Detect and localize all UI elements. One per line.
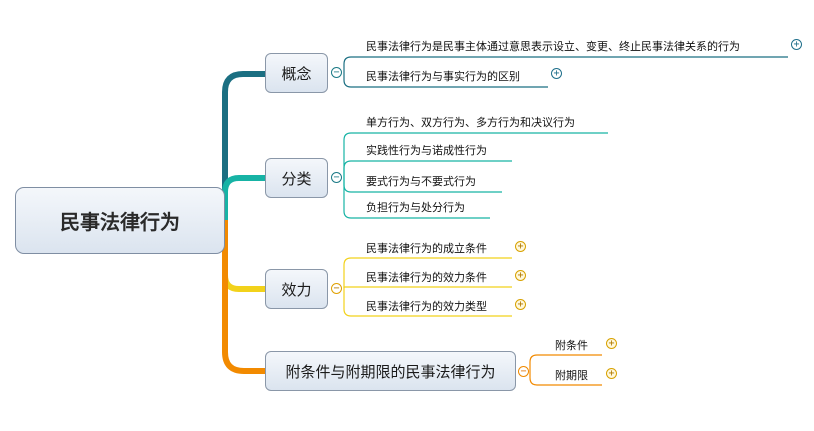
topic-classification-label: 分类 [281,169,312,188]
leaf-condition[interactable]: 附条件 [555,337,588,353]
topic-effect-label: 效力 [281,280,312,299]
connector-concept-1 [343,56,788,73]
connector-cond-2 [529,371,602,386]
root-topic[interactable]: 民事法律行为 [15,187,225,254]
connector-root-concept [222,71,265,220]
leaf-label: 附条件 [555,339,588,352]
connector-root-classification [222,175,265,220]
leaf-label: 民事法律行为的成立条件 [366,242,487,255]
connector-effect-1 [343,257,512,288]
leaf-label: 要式行为与不要式行为 [366,175,476,188]
expand-icon[interactable]: + [791,39,802,50]
collapse-icon[interactable]: − [331,283,342,294]
leaf-label: 实践性行为与诺成性行为 [366,144,487,157]
topic-concept-label: 概念 [281,64,312,83]
connector-root-conditional [222,220,265,374]
leaf-label: 民事法律行为的效力条件 [366,271,487,284]
connector-class-2 [343,160,512,178]
leaf-label: 民事法律行为与事实行为的区别 [366,70,520,83]
leaf-label: 负担行为与处分行为 [366,201,465,214]
leaf-effect-validity[interactable]: 民事法律行为的效力条件 [366,269,487,285]
leaf-effect-formation[interactable]: 民事法律行为的成立条件 [366,240,487,256]
connector-cond-1 [529,354,602,371]
expand-icon[interactable]: + [515,270,526,281]
expand-icon[interactable]: + [551,68,562,79]
leaf-effect-types[interactable]: 民事法律行为的效力类型 [366,298,487,314]
leaf-class-formal[interactable]: 要式行为与不要式行为 [366,173,476,189]
collapse-icon[interactable]: − [331,172,342,183]
leaf-class-practical[interactable]: 实践性行为与诺成性行为 [366,142,487,158]
expand-icon[interactable]: + [515,299,526,310]
topic-classification[interactable]: 分类 [265,158,328,198]
connector-effect-3 [343,288,512,317]
leaf-class-burden[interactable]: 负担行为与处分行为 [366,199,465,215]
leaf-label: 附期限 [555,369,588,382]
topic-conditional-act-label: 附条件与附期限的民事法律行为 [285,362,496,381]
leaf-concept-difference[interactable]: 民事法律行为与事实行为的区别 [366,68,520,84]
topic-conditional-act[interactable]: 附条件与附期限的民事法律行为 [265,351,516,391]
connector-class-4 [343,178,490,219]
root-topic-label: 民事法律行为 [60,210,180,234]
collapse-icon[interactable]: − [518,366,529,377]
expand-icon[interactable]: + [606,338,617,349]
leaf-label: 民事法律行为的效力类型 [366,300,487,313]
expand-icon[interactable]: + [606,368,617,379]
leaf-label: 单方行为、双方行为、多方行为和决议行为 [366,116,575,129]
connector-root-effect [222,220,265,292]
connector-concept-2 [343,73,548,88]
leaf-concept-definition[interactable]: 民事法律行为是民事主体通过意思表示设立、变更、终止民事法律关系的行为 [366,38,740,54]
collapse-icon[interactable]: − [331,67,342,78]
leaf-label: 民事法律行为是民事主体通过意思表示设立、变更、终止民事法律关系的行为 [366,40,740,53]
leaf-term[interactable]: 附期限 [555,367,588,383]
expand-icon[interactable]: + [515,241,526,252]
leaf-class-unilateral[interactable]: 单方行为、双方行为、多方行为和决议行为 [366,114,575,130]
topic-effect[interactable]: 效力 [265,269,328,309]
topic-concept[interactable]: 概念 [265,53,328,93]
connector-effect-2 [343,286,512,288]
connector-class-1 [343,132,608,178]
